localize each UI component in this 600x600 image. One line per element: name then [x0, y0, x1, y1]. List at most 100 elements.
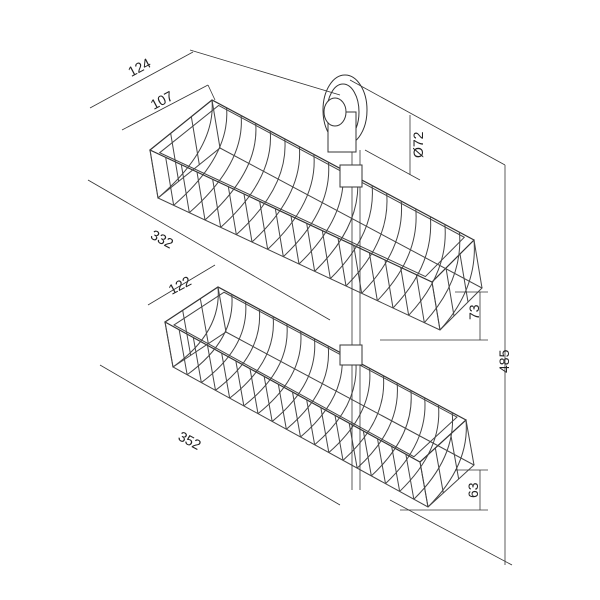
top-basket-front-wire — [227, 186, 237, 235]
top-basket-rib-wire — [204, 123, 257, 221]
top-basket-front-wire — [337, 237, 347, 287]
top-basket-front-wire — [400, 267, 410, 316]
bottom-basket-front-wire — [391, 446, 401, 492]
top-basket-rib-wire — [376, 208, 417, 302]
dim-top-depth-inner: 107 — [148, 88, 176, 113]
top-basket-side-wire — [473, 239, 483, 289]
top-basket-rib-wire — [439, 239, 475, 331]
bottom-basket-bottom-rim — [172, 331, 475, 508]
top-basket-rib-wire — [329, 185, 373, 280]
top-basket-rib-wire — [220, 131, 271, 228]
bottom-basket-front-wire — [362, 430, 372, 476]
bottom-basket-side-wire — [199, 298, 209, 344]
top-basket-side-wire — [170, 133, 180, 182]
top-basket-inner-rim — [158, 104, 466, 278]
top-basket-rib-wire — [173, 107, 228, 206]
bottom-basket-front-wire — [377, 438, 386, 484]
top-basket-rib-wire — [408, 224, 446, 316]
bottom-basket-side-wire — [182, 310, 192, 356]
bottom-basket-rib-wire — [342, 375, 385, 461]
bottom-basket-front-wire — [249, 368, 259, 414]
bottom-basket-front-wire — [277, 384, 287, 430]
bottom-basket-rib-wire — [243, 323, 288, 407]
dim-suction-diameter: Ø72 — [410, 131, 426, 158]
bottom-basket-rib-wire — [286, 346, 330, 430]
top-basket-rib-wire — [235, 138, 286, 236]
bottom-basket-inner-rim — [173, 291, 458, 458]
bottom-basket-rib-wire — [385, 397, 426, 485]
top-basket-rib-wire — [251, 146, 301, 243]
bottom-basket-front-wire — [221, 353, 231, 399]
top-basket-front-wire — [290, 215, 300, 265]
top-basket-front-wire — [196, 171, 206, 221]
top-basket-rib-wire — [189, 115, 242, 214]
dim-bottom-depth: 122 — [166, 273, 194, 298]
dim-bottom-height: 63 — [465, 482, 481, 498]
top-basket-rib-wire — [392, 216, 432, 309]
bottom-basket-side-wire — [465, 419, 475, 466]
bottom-basket-rib-wire — [328, 368, 371, 453]
dim-top-height: 73 — [466, 304, 482, 320]
bottom-basket-rib-wire — [300, 353, 343, 438]
dim-bottom-length: 352 — [176, 428, 204, 453]
dim-total-height: 485 — [496, 349, 512, 373]
bottom-basket-rib-wire — [413, 412, 454, 500]
baskets — [148, 99, 483, 508]
top-basket-rib-wire — [361, 201, 403, 294]
top-basket-side-wire — [445, 267, 455, 317]
bottom-basket-front-wire — [306, 399, 316, 445]
bottom-basket-rib-wire — [172, 286, 219, 368]
top-basket-front-wire — [180, 164, 190, 213]
bottom-basket-front-wire — [192, 337, 202, 383]
bottom-basket-front-wire — [178, 329, 188, 375]
bottom-basket-front-wire — [348, 423, 358, 469]
top-basket-side-wire — [149, 149, 159, 199]
top-basket-bottom-rim — [157, 147, 483, 331]
top-basket-side-wire — [431, 281, 441, 331]
suction-cup — [322, 74, 368, 153]
bottom-basket-side-wire — [164, 321, 174, 368]
bottom-basket-side-wire — [434, 447, 444, 494]
top-basket-rib-wire — [157, 99, 213, 199]
bottom-basket-rib-wire — [356, 383, 398, 469]
top-clamp — [339, 164, 363, 188]
top-basket-side-wire — [190, 116, 200, 165]
top-basket-rib-wire — [267, 154, 315, 250]
top-basket-side-wire — [459, 253, 469, 303]
bottom-basket-front-wire — [405, 454, 415, 500]
top-basket-rib-wire — [423, 232, 461, 324]
bottom-basket-front-wire — [292, 391, 301, 438]
bottom-basket-front-wire — [334, 415, 344, 461]
top-basket-front-wire — [321, 230, 331, 279]
top-basket-front-wire — [165, 157, 175, 206]
top-basket-front-wire — [368, 252, 378, 301]
bottom-basket-rib-wire — [271, 338, 316, 422]
bottom-basket-rib-wire — [370, 390, 412, 477]
bottom-basket-rib-wire — [229, 316, 274, 399]
top-basket-front-wire — [415, 274, 425, 323]
bottom-basket-front-wire — [235, 360, 245, 406]
top-basket-front-wire — [384, 259, 394, 309]
top-basket-rib-wire — [282, 162, 330, 258]
bottom-basket-rib-wire — [201, 301, 247, 383]
bottom-basket-rib-wire — [186, 294, 233, 376]
bottom-basket-side-wire — [419, 461, 429, 508]
top-basket-front-wire — [212, 179, 222, 228]
top-basket-rib-wire — [345, 193, 388, 287]
bottom-basket-side-wire — [217, 286, 227, 333]
top-basket-front-wire — [274, 208, 284, 257]
top-basket-front-wire — [243, 193, 253, 243]
suction-knob — [323, 97, 347, 127]
bottom-basket-front-wire — [207, 345, 216, 391]
top-basket-side-wire — [211, 99, 221, 149]
top-basket-rib-wire — [314, 177, 359, 272]
top-basket-rib-wire — [298, 169, 344, 265]
top-basket-front-wire — [259, 201, 269, 250]
top-basket-front-wire — [306, 223, 316, 272]
bottom-basket-front-wire — [263, 376, 273, 422]
bottom-clamp — [339, 344, 363, 366]
bottom-basket-rib-wire — [399, 405, 440, 492]
bottom-basket-rib-wire — [314, 360, 357, 446]
